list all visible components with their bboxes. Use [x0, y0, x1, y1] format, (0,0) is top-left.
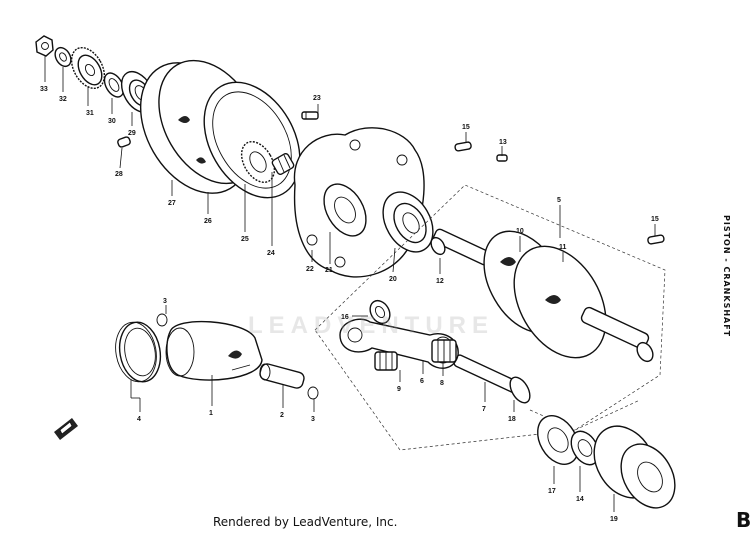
crank-shaft-13 [430, 228, 492, 266]
small-end-bearing-16 [369, 299, 391, 325]
callout-30: 30 [108, 118, 116, 125]
callout-28: 28 [115, 171, 123, 178]
callout-11: 10 [516, 228, 524, 235]
callout-2: 2 [280, 412, 284, 419]
drive-gear-31 [70, 47, 106, 89]
callout-20: 20 [389, 276, 397, 283]
spacer-30 [103, 72, 125, 98]
key-28 [117, 136, 131, 148]
callout-29: 29 [128, 130, 136, 137]
callout-22: 22 [306, 266, 314, 273]
callout-23: 23 [313, 95, 321, 102]
callout-25: 25 [241, 236, 249, 243]
callout-32: 32 [59, 96, 67, 103]
section-title: PISTON - CRANKSHAFT [722, 215, 731, 338]
circlip-3-top [156, 313, 168, 327]
piston-1 [165, 320, 263, 381]
callout-7: 7 [482, 406, 486, 413]
key-15-top [454, 141, 472, 152]
callout-9: 9 [397, 386, 401, 393]
circlip-3-bottom [307, 386, 319, 400]
callout-6: 6 [420, 378, 424, 385]
callout-18-crank: 18 [508, 416, 516, 423]
callout-21: 21 [325, 267, 333, 274]
callout-17: 14 [576, 496, 584, 503]
callout-1: 1 [209, 410, 213, 417]
washer-32 [54, 46, 72, 68]
oil-seal-17 [570, 430, 600, 466]
needle-bearing-9 [374, 351, 398, 371]
callout-12: 11 [559, 244, 567, 251]
callout-24: 24 [267, 250, 275, 257]
needle-bearing-24 [271, 152, 295, 176]
piston-pin-2 [259, 363, 305, 389]
needle-bearing-8 [431, 339, 457, 363]
front-arrow-icon [54, 418, 78, 440]
callout-3-top: 3 [163, 298, 167, 305]
key-15-right [647, 234, 665, 245]
crank-web-12 [513, 245, 654, 363]
part-callouts: 33 32 31 30 29 28 27 26 25 24 23 22 21 2… [40, 86, 659, 523]
main-bearing-20 [382, 191, 434, 253]
callout-16: 16 [341, 314, 349, 321]
bolt-23 [301, 111, 319, 120]
callout-26: 26 [204, 218, 212, 225]
leader-lines [44, 56, 656, 512]
oil-seal-21 [323, 183, 367, 237]
thrust-washer-18 [537, 415, 579, 465]
callout-3-bottom: 3 [311, 416, 315, 423]
callout-14: 13 [499, 139, 507, 146]
callout-31: 31 [86, 110, 94, 117]
page-mark: B [736, 508, 750, 532]
thrust-washer-18-crank [509, 376, 531, 404]
callout-8: 8 [440, 380, 444, 387]
gear-25 [240, 141, 276, 183]
nut-33 [35, 35, 54, 57]
callout-15-top: 15 [462, 124, 470, 131]
piston-rings-4 [115, 321, 162, 383]
callout-13: 12 [436, 278, 444, 285]
callout-19: 19 [610, 516, 618, 523]
footer-credit: Rendered by LeadVenture, Inc. [213, 515, 398, 529]
watermark: LEADVENTURE [248, 312, 495, 339]
callout-18: 17 [548, 488, 556, 495]
callout-15-right: 15 [651, 216, 659, 223]
main-bearing-19 [593, 425, 676, 509]
callout-4: 4 [137, 416, 141, 423]
callout-5: 5 [557, 197, 561, 204]
callout-33: 33 [40, 86, 48, 93]
callout-27: 27 [168, 200, 176, 207]
